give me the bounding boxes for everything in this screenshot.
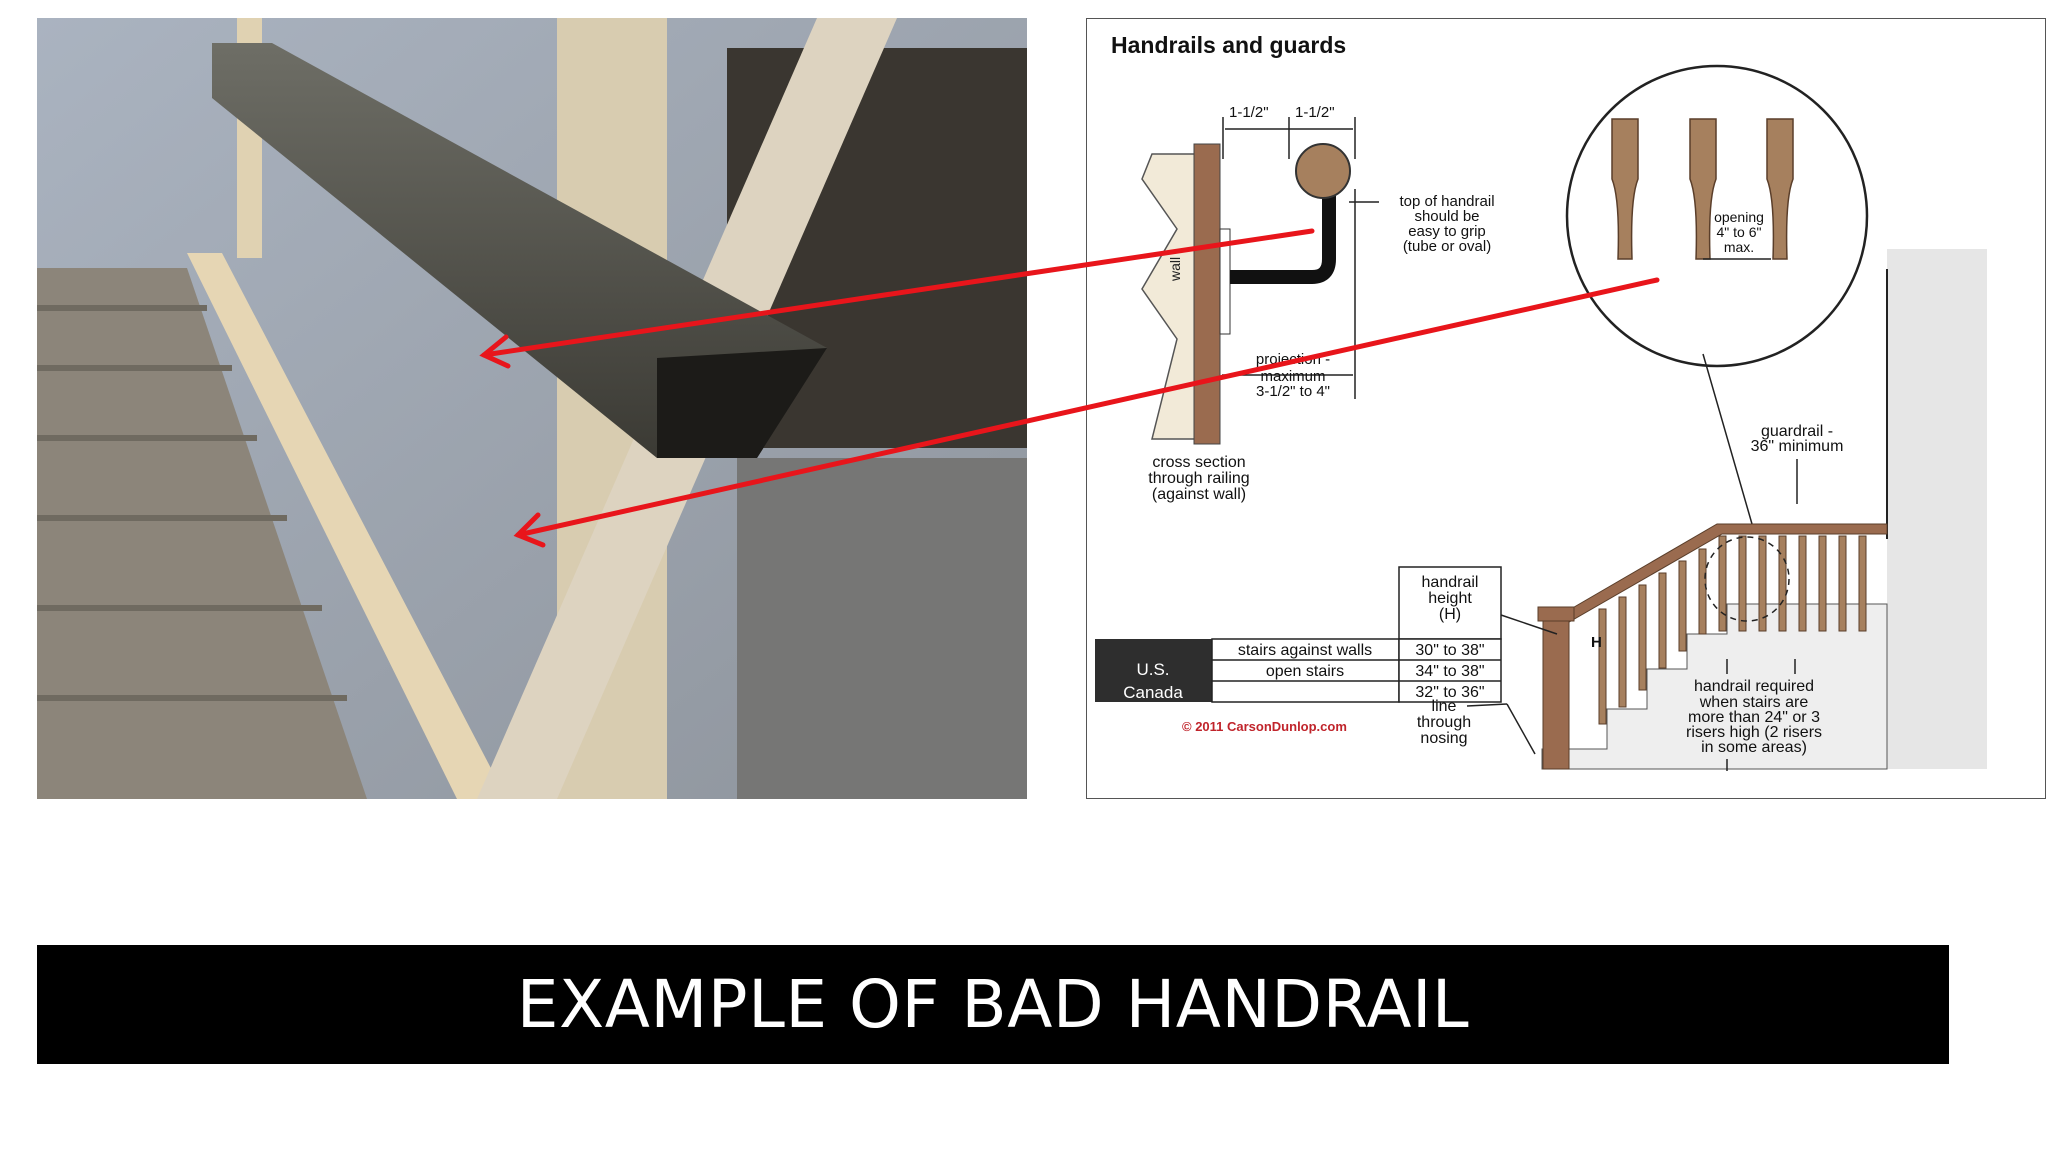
title-bar: EXAMPLE OF BAD HANDRAIL [37, 945, 1949, 1064]
cross-section-line: through railing [1148, 470, 1249, 487]
stair-steps [1541, 603, 1888, 770]
detail-balusters [1611, 118, 1794, 260]
newel-cap [1537, 606, 1575, 622]
required-note-line: risers high (2 risers [1686, 724, 1822, 741]
newel-post [1542, 618, 1570, 770]
handrail-height-line: (H) [1439, 606, 1461, 623]
copyright: © 2011 CarsonDunlop.com [1182, 719, 1347, 734]
grip-note-line: top of handrail [1399, 193, 1494, 210]
table-country-canada: Canada [1123, 683, 1183, 702]
wall-section [1141, 153, 1198, 440]
handrail-photo [37, 18, 1027, 799]
stair-wall [1887, 249, 1987, 769]
table-case: open stairs [1266, 663, 1344, 680]
handrail-guard-diagram: Handrails and guards wall 1-1/2" 1-1/2" … [1086, 18, 2046, 799]
grip-note: top of handrail should be easy to grip (… [1399, 193, 1494, 255]
dim-left: 1-1/2" [1229, 104, 1269, 121]
h-marker: H [1591, 634, 1602, 651]
handrail-height-line: height [1428, 590, 1472, 607]
line-note-line: nosing [1420, 730, 1467, 747]
required-note-line: in some areas) [1701, 739, 1807, 756]
projection-note-line: projection - [1256, 351, 1330, 368]
table-country-us: U.S. [1136, 660, 1169, 679]
line-note: line through nosing [1417, 698, 1471, 747]
projection-note-line: 3-1/2" to 4" [1256, 383, 1330, 400]
projection-note: projection - maximum 3-1/2" to 4" [1256, 351, 1330, 400]
dim-right: 1-1/2" [1295, 104, 1335, 121]
guardrail-note-line: guardrail - [1761, 423, 1833, 440]
grip-note-line: easy to grip [1408, 223, 1486, 240]
table-range: 34" to 38" [1415, 663, 1484, 680]
handrail-tube [1295, 143, 1351, 199]
opening-note-line: opening [1714, 209, 1764, 225]
diagram-heading: Handrails and guards [1111, 32, 1346, 58]
handrail-bracket [1230, 189, 1336, 284]
line-note-line: through [1417, 714, 1471, 731]
table-case: stairs against walls [1238, 642, 1372, 659]
top-dimension-lines [1222, 117, 1356, 159]
grip-note-line: (tube or oval) [1403, 238, 1491, 255]
bracket-plate [1219, 228, 1231, 335]
required-note-line: handrail required [1694, 678, 1814, 695]
stair-balusters [1598, 535, 1867, 725]
wall-label: wall [1167, 257, 1183, 282]
line-note-line: line [1432, 698, 1457, 715]
cross-section-line: (against wall) [1152, 486, 1246, 503]
guardrail-note: guardrail - 36" minimum [1751, 423, 1844, 455]
table-range: 30" to 38" [1415, 642, 1484, 659]
required-note-line: more than 24" or 3 [1688, 709, 1820, 726]
required-note: handrail required when stairs are more t… [1686, 678, 1822, 756]
cross-section-line: cross section [1152, 454, 1245, 471]
required-note-line: when stairs are [1699, 694, 1809, 711]
table-range: 32" to 36" [1415, 684, 1484, 701]
grip-note-line: should be [1414, 208, 1479, 225]
handrail-height-table: U.S. Canada stairs against walls open st… [1095, 638, 1502, 703]
cross-section-note: cross section through railing (against w… [1148, 454, 1249, 503]
handrail-height-line: handrail [1422, 574, 1479, 591]
opening-note: opening 4" to 6" max. [1714, 209, 1764, 255]
wall-board [1193, 143, 1221, 445]
slide-title: EXAMPLE OF BAD HANDRAIL [516, 966, 1470, 1043]
detail-focus-circle [1704, 536, 1790, 622]
opening-note-line: max. [1724, 239, 1754, 255]
opening-note-line: 4" to 6" [1717, 224, 1762, 240]
guardrail-note-line: 36" minimum [1751, 438, 1844, 455]
handrail-height-header: handrail height (H) [1422, 574, 1479, 623]
